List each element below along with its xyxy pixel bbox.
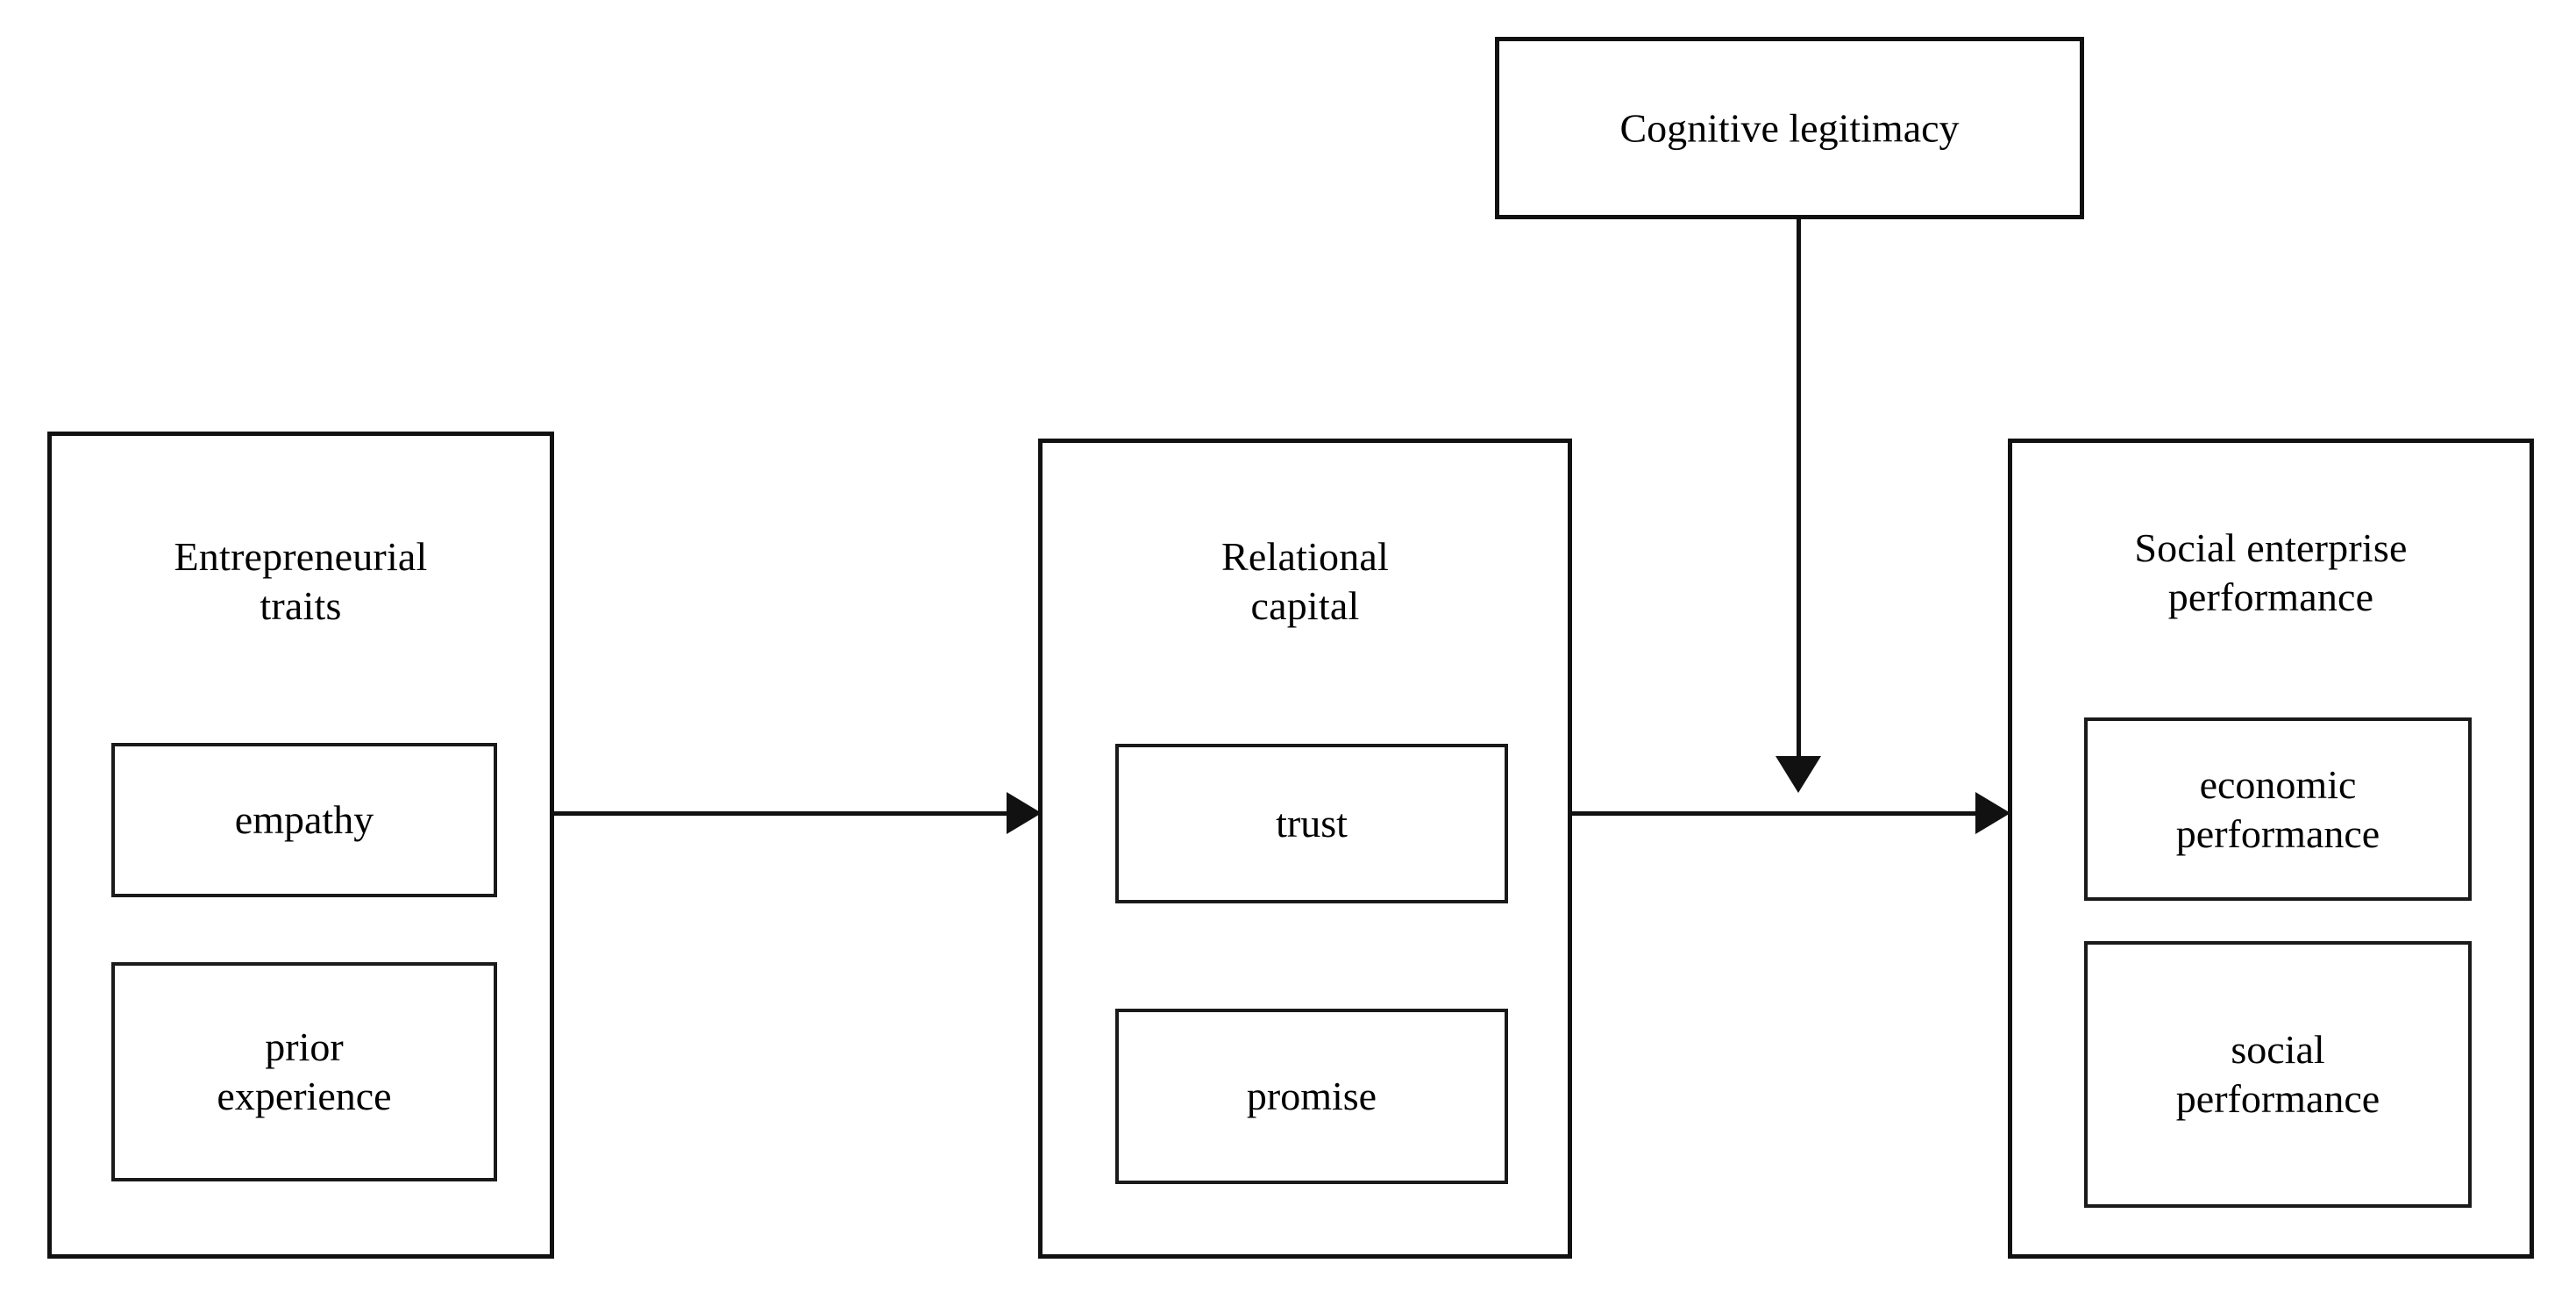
social-enterprise-performance-title: Social enterprise performance xyxy=(2134,525,2408,620)
dimension-economic-performance[interactable]: economic performance xyxy=(2084,717,2472,901)
dimension-economic-performance-label: economic performance xyxy=(2175,761,2380,856)
relational-capital-title: Relational capital xyxy=(1220,534,1390,629)
moderator-arrowhead-icon xyxy=(1775,756,1821,793)
dimension-promise-label: promise xyxy=(1246,1073,1377,1118)
dimension-empathy[interactable]: empathy xyxy=(111,743,497,897)
entrepreneurial-traits-title: Entrepreneurial traits xyxy=(174,534,428,629)
dimension-prior-experience-label: prior experience xyxy=(217,1024,392,1118)
node-social-enterprise-performance[interactable]: Social enterprise performance economic p… xyxy=(2008,439,2534,1259)
dimension-prior-experience[interactable]: prior experience xyxy=(111,962,497,1181)
node-entrepreneurial-traits[interactable]: Entrepreneurial traits empathy prior exp… xyxy=(47,432,554,1259)
edge-capital-to-performance-line xyxy=(1572,811,1982,816)
moderator-connector-line xyxy=(1797,219,1801,759)
dimension-empathy-label: empathy xyxy=(234,796,374,842)
dimension-trust-label: trust xyxy=(1276,800,1348,846)
node-relational-capital[interactable]: Relational capital trust promise xyxy=(1038,439,1572,1259)
dimension-social-performance[interactable]: social performance xyxy=(2084,941,2472,1208)
edge-traits-to-capital-arrowhead-icon xyxy=(1007,792,1042,834)
edge-traits-to-capital-line xyxy=(554,811,1014,816)
node-cognitive-legitimacy[interactable]: Cognitive legitimacy xyxy=(1495,37,2084,219)
cognitive-legitimacy-label: Cognitive legitimacy xyxy=(1619,105,1960,151)
dimension-social-performance-label: social performance xyxy=(2175,1026,2380,1121)
dimension-trust[interactable]: trust xyxy=(1115,744,1508,903)
dimension-promise[interactable]: promise xyxy=(1115,1009,1508,1184)
edge-capital-to-performance-arrowhead-icon xyxy=(1975,792,2010,834)
